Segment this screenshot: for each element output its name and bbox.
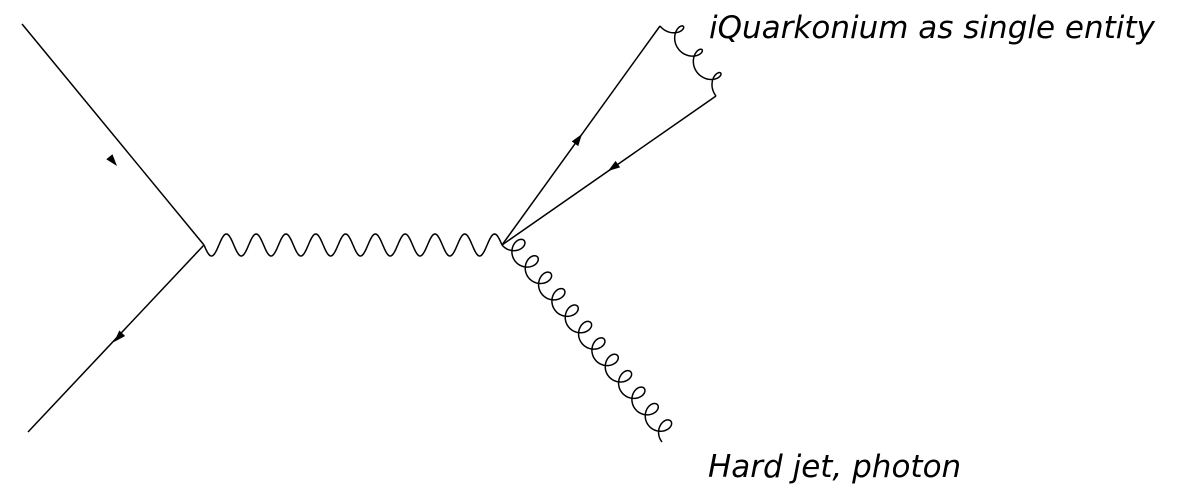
photon-propagator	[203, 233, 503, 257]
quarkonium-gluon	[659, 25, 722, 97]
incoming-quark-arrow	[106, 154, 117, 166]
quarkonium-antiquark-arrow	[608, 160, 621, 171]
hard-jet-label: Hard jet, photon	[708, 449, 962, 485]
incoming-quark-line	[21, 23, 205, 246]
hard-jet-gluon	[501, 238, 673, 443]
quarkonium-quark-arrow	[571, 134, 582, 147]
antiquark-arrow	[114, 330, 126, 342]
quarkonium-label: iQuarkonium as single entity	[709, 10, 1155, 46]
